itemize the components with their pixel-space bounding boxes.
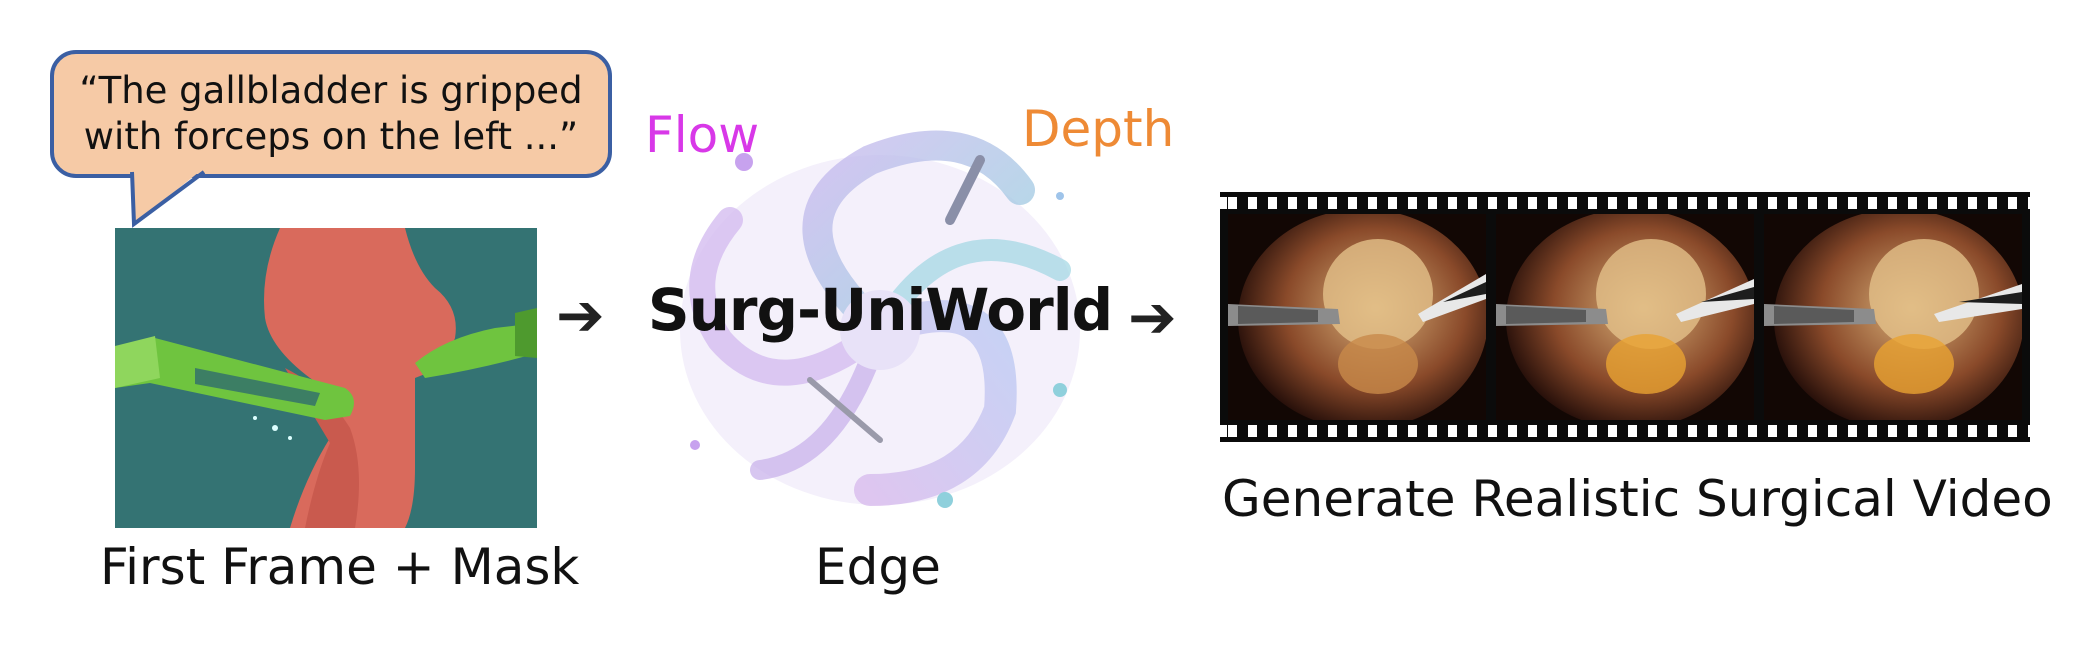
video-frame-1: [1228, 214, 1486, 420]
bubble-tail: [130, 168, 206, 228]
model-title: Surg-UniWorld: [647, 276, 1113, 344]
sprocket-holes-top: [1220, 197, 2030, 209]
sprocket-holes-bottom: [1220, 425, 2030, 437]
output-caption: Generate Realistic Surgical Video: [1222, 470, 2053, 528]
output-video-filmstrip: [1220, 192, 2030, 442]
input-caption: First Frame + Mask: [100, 538, 580, 596]
first-frame-mask-image: [115, 228, 537, 528]
right-arrow-icon: ➔: [1128, 283, 1177, 351]
surg-uniworld-logo: [680, 130, 1080, 508]
prompt-line-1: “The gallbladder is gripped: [79, 69, 583, 112]
video-frame-2: [1496, 214, 1754, 420]
text-prompt-bubble: “The gallbladder is gripped with forceps…: [50, 50, 612, 178]
flow-label: Flow: [645, 106, 760, 164]
right-arrow-icon: ➔: [556, 281, 605, 349]
edge-label: Edge: [815, 538, 941, 596]
prompt-line-2: with forceps on the left ...”: [83, 115, 579, 158]
depth-label: Depth: [1022, 100, 1175, 158]
video-frame-3: [1764, 214, 2022, 420]
